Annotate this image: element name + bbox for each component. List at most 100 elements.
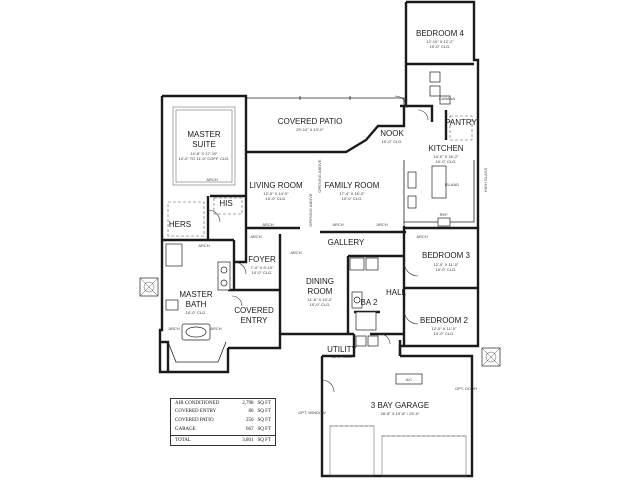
refrigerator [437,217,451,227]
dining-room-dims: 11'-6" X 13'-2" [308,297,334,302]
kitchen-counter [403,160,475,228]
sqft-row-value: 80 [248,409,254,415]
sqft-row-unit: SQ FT [257,426,271,432]
kitchen-clg: 10'-0" CLG. [436,159,457,164]
living-room-dims: 12'-0" X 14'-0" [263,191,289,196]
master-suite-dims: 14'-8" X 17'-10" [190,151,218,156]
family-room-dims: 17'-4" X 16'-0" [339,191,365,196]
family-room-clg: 10'-0" CLG. [342,196,363,201]
master-bath-name-1: MASTER [179,290,213,299]
utility-clg: 10'-0" CLG. [332,354,353,359]
sqft-row-unit: SQ FT [257,417,271,423]
cabana-name: CABANA [439,96,456,101]
arch-note-1: ARCH [262,222,273,227]
cabana-fixtures [429,71,441,83]
master-wc [165,299,179,311]
utility-dryer [367,335,379,347]
bedroom4-clg: 10'-0" CLG. [430,44,451,49]
arch-note-3: ARCH [376,222,387,227]
living-room-name: LIVING ROOM [249,181,303,190]
opening-above-note-1: OPENING ABOVE [308,193,313,226]
patio-columns [245,96,351,100]
ba2-tub [355,311,377,331]
covered-patio-name: COVERED PATIO [278,117,343,126]
utility-name: UTILITY [327,345,357,354]
master-suite-name-2: SUITE [192,140,216,149]
foyer-clg: 10'-0" CLG. [252,270,273,275]
garage-dims: 28'-8" X 19'-8" / 23'-0" [381,411,420,416]
his-closet-shelving [213,197,243,215]
pantry-shelving [449,115,473,141]
foyer-name: FOYER [248,255,276,264]
foyer-dims: 7'-4" X 9'-10" [250,265,274,270]
family-room-name: FAMILY ROOM [325,181,380,190]
arch-note-6: ARCH [290,250,301,255]
master-bath-tub [181,323,211,341]
garage-equipment [395,373,423,385]
sqft-row-value: 667 [246,426,254,432]
bedroom4-name: BEDROOM 4 [416,29,465,38]
hers-closet-shelving [167,201,205,237]
living-room-clg: 10'-0" CLG. [266,196,287,201]
master-shower [165,243,183,267]
ac-pad-right [481,347,501,367]
coffered-ceiling [172,106,236,186]
his-name: HIS [219,199,232,208]
bedroom2-dims: 12'-0" X 11'-0" [432,326,458,331]
opt-window-note: OPT. WINDOW [298,410,326,415]
nook-name: NOOK [380,129,404,138]
gallery-name: GALLERY [328,238,365,247]
garage-name: 3 BAY GARAGE [371,401,429,410]
garage-doors [329,425,467,477]
kitchen-dims: 14'-0" X 16'-2" [433,154,459,159]
arch-note-5: ARCH [250,234,261,239]
arch-note-4: ARCH [198,243,209,248]
sqft-total-value: 3,801 [242,438,254,444]
sqft-row-label: GARAGE [175,426,196,432]
sqft-row-value: 256 [246,417,254,423]
master-suite-clg: 10'-0" TO 11'-0" COFF. CLG. [179,156,230,161]
covered-patio-outline [246,97,405,108]
nook-clg: 10'-0" CLG. [382,139,403,144]
covered-patio-dims: 29'-10" X 10'-0" [296,127,324,132]
master-suite-name-1: MASTER [187,130,221,139]
master-bath-name-2: BATH [186,300,207,309]
opt-door-note: OPT. DOOR [455,386,477,391]
sqft-row-label: AIR CONDITIONED [175,400,220,406]
doors [207,95,429,393]
bedroom3-dims: 12'-0" X 11'-0" [434,262,460,267]
dining-hutch [349,257,365,271]
master-bath-clg: 10'-0" CLG. [186,310,207,315]
bedroom3-clg: 10'-0" CLG. [436,267,457,272]
utility-washer [355,335,367,347]
kitchen-sink [407,171,417,189]
opening-above-note-2: OPENING ABOVE [317,159,322,192]
sqft-row-label: COVERED ENTRY [175,409,217,415]
cooktop [407,195,417,209]
ba2-name: BA 2 [361,298,378,307]
dining-room-name-2: ROOM [308,287,333,296]
covered-entry-name-2: ENTRY [241,316,269,325]
arch-note-2: ARCH [332,222,343,227]
sqft-row-value: 2,798 [242,400,254,406]
covered-entry-name-1: COVERED [234,306,274,315]
pantry-name: PANTRY [445,118,477,127]
kitchen-name: KITCHEN [428,144,463,153]
ac-pad-left [139,277,159,297]
bedroom3-name: BEDROOM 3 [422,251,471,260]
sqft-row-unit: SQ FT [257,409,271,415]
arch-note-7: ARCH [168,326,179,331]
master-bath-window-bay [167,341,227,363]
interior-walls [162,62,478,356]
garage-equipment-label: A/C [406,377,413,382]
bedroom2-name: BEDROOM 2 [420,316,469,325]
sqft-total-label: TOTAL [175,438,191,444]
arch-note-8: ARCH [210,326,221,331]
arch-note-9: ARCH [206,177,217,182]
